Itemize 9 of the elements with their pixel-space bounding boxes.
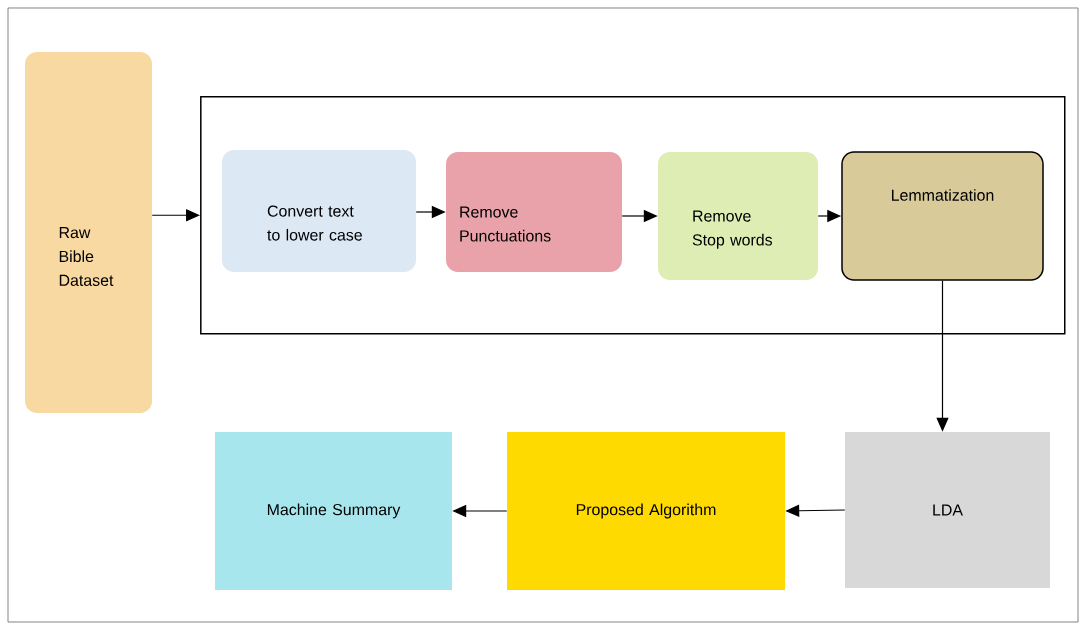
process-box: Proposed Algorithm <box>507 432 785 590</box>
process-box: Remove Punctuations <box>446 152 622 272</box>
dataset-box: Raw Bible Dataset <box>25 52 152 413</box>
process-box: Convert text to lower case <box>222 150 416 272</box>
process-box: Remove Stop words <box>658 152 818 280</box>
output-box: Machine Summary <box>215 432 452 590</box>
process-box: LDA <box>845 432 1050 588</box>
process-box: Lemmatization <box>841 151 1044 281</box>
group-frame <box>200 96 1066 335</box>
